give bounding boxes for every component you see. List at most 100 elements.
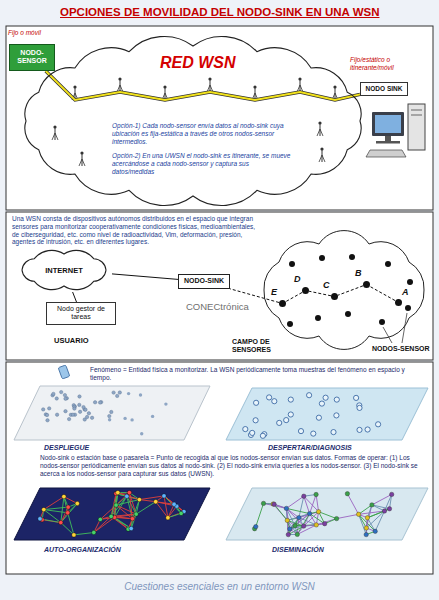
sensor-dot (357, 405, 362, 410)
sensor-dot (73, 407, 76, 410)
link (256, 503, 264, 526)
sensor-dot (116, 490, 120, 494)
link (385, 494, 392, 511)
drive (411, 110, 422, 111)
monitor (372, 112, 404, 136)
sensor-dot (116, 394, 119, 397)
node-text: RED WSN (160, 54, 236, 72)
link (139, 500, 155, 502)
antenna-top (253, 85, 256, 88)
link-line (370, 287, 395, 301)
sensor-dot (354, 395, 359, 400)
sensor-dot (357, 427, 362, 432)
sensor-dot (288, 397, 293, 402)
sensor-dot (254, 400, 259, 405)
note: Fijo o móvil (8, 29, 41, 37)
antenna-leg (317, 129, 320, 136)
sensor-dot (78, 395, 81, 398)
sensor-dot (407, 279, 413, 285)
stage-label: DISEMINACIÓN (272, 546, 324, 554)
link (68, 513, 74, 535)
stage-panel (226, 388, 428, 440)
sensor-dot (109, 514, 113, 518)
connector (46, 71, 360, 100)
sensor-dot (243, 427, 248, 432)
sensor-dot (319, 401, 324, 406)
sensor-dot (166, 516, 170, 520)
link (310, 495, 317, 514)
panel (6, 26, 433, 210)
watermark: CONECtrónica (186, 301, 249, 312)
sensor-dot (373, 529, 377, 533)
antenna-leg (319, 155, 322, 162)
sensor-node: C (331, 293, 338, 300)
sensor-dot (272, 399, 277, 404)
sensor-dot (66, 511, 70, 515)
link (286, 508, 309, 513)
link-shadow (46, 71, 360, 100)
node-text: Opción-2) En una UWSN el nodo-sink es it… (112, 152, 292, 175)
link (132, 500, 139, 519)
sensor-dot (52, 392, 55, 395)
connector (112, 274, 178, 280)
node-letter: E (271, 287, 277, 297)
sensor-field-cloud (264, 231, 424, 350)
sensor-dot (316, 415, 321, 420)
antenna-top (208, 77, 211, 80)
leader-line (402, 313, 407, 343)
sensor-dot (289, 261, 295, 267)
sensor-dot (48, 407, 51, 410)
cloud-path (25, 36, 361, 205)
sensor-dot (92, 530, 96, 534)
sensor-dot (364, 526, 368, 530)
sensor-dot (66, 505, 70, 509)
sensor-dot (72, 533, 76, 537)
link (372, 505, 390, 509)
antenna-top (80, 151, 83, 154)
connector (338, 286, 363, 295)
sensor-dot (379, 319, 385, 325)
sensor-dot (42, 408, 45, 411)
sensor-dot (323, 522, 327, 526)
link (61, 504, 78, 523)
stage-label: DESPLIEGUE (44, 444, 89, 452)
sensor-dot (382, 509, 386, 513)
node-letter: B (355, 268, 362, 278)
stand (385, 136, 391, 141)
sensor-dot (108, 418, 111, 421)
sensor-dot (154, 500, 158, 504)
sensor-dot (314, 523, 318, 527)
area-label: NODOS-SENSOR (372, 345, 430, 353)
antenna-top (318, 121, 321, 124)
node-text: NODO-SINK (183, 277, 225, 285)
sensor-dot (319, 255, 325, 261)
sensor-dot (315, 315, 321, 321)
link (164, 496, 184, 512)
sensor-dot (127, 392, 130, 395)
sensor-node: B (363, 281, 370, 288)
sensor-dot (123, 417, 126, 420)
sensor-dot (334, 516, 338, 520)
sensor-dot (254, 524, 258, 528)
sensor-dot (55, 397, 58, 400)
sensor-dot (284, 506, 288, 510)
link (116, 505, 132, 519)
note: Fenómeno = Entidad física a monitorizar.… (90, 366, 425, 382)
sensor-dot (38, 517, 42, 521)
sensor-dot (356, 512, 360, 516)
node-text: INTERNET (45, 266, 83, 275)
link (164, 496, 181, 514)
antenna-top (118, 77, 121, 80)
wsn-cloud: RED WSN Opción-1) Cada nodo-sensor envía … (14, 34, 372, 208)
sensor-dot (45, 413, 48, 416)
sensor-dot (405, 305, 411, 311)
sensor-dot (364, 532, 368, 536)
sensor-dot (42, 507, 46, 511)
computer-icon (366, 104, 425, 157)
internet-cloud: INTERNET (16, 248, 112, 292)
node-text: Opción-1) Cada nodo-sensor envía datos a… (112, 122, 292, 145)
sensor-dot (67, 417, 70, 420)
sensor-dot (284, 418, 289, 423)
sensor-dot (112, 391, 115, 394)
link (44, 510, 68, 513)
